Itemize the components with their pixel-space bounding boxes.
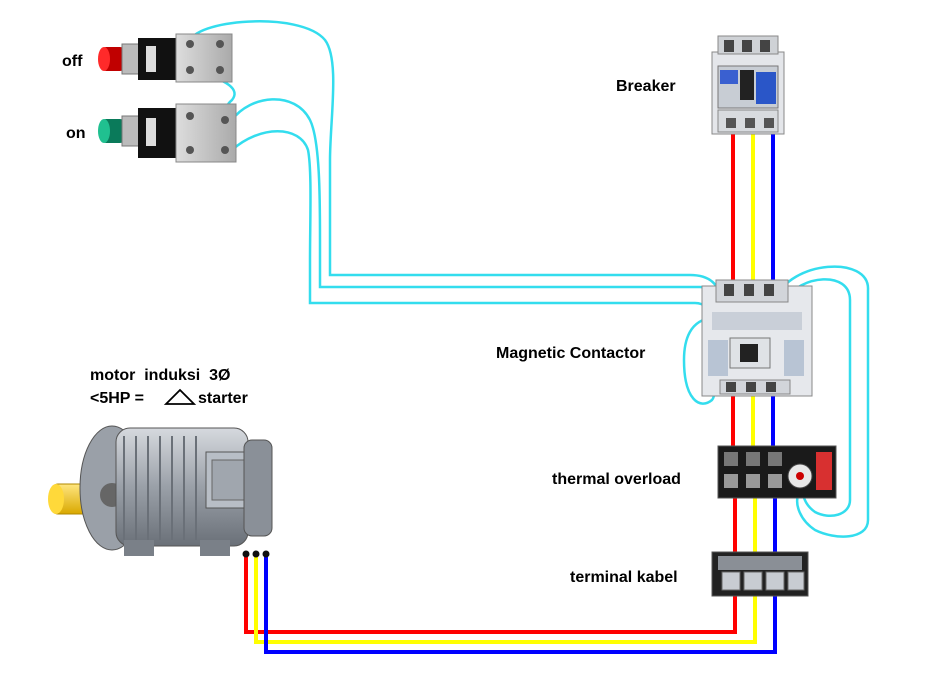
label-terminal-kabel: terminal kabel: [570, 569, 678, 586]
induction-motor: [48, 425, 273, 558]
breaker: [711, 35, 785, 135]
delta-triangle-icon: [163, 388, 197, 405]
label-breaker: Breaker: [616, 78, 676, 95]
control-wire-on-2: [231, 130, 714, 319]
label-off: off: [62, 53, 83, 70]
wire-r-terminal-motor: [244, 556, 737, 634]
label-magnetic-contactor: Magnetic Contactor: [496, 345, 645, 362]
wire-s-terminal-motor: [254, 556, 757, 644]
magnetic-contactor: [701, 279, 813, 397]
label-motor-line2-b: starter: [198, 390, 248, 407]
off-pushbutton: [98, 33, 233, 83]
on-pushbutton: [98, 103, 237, 163]
motor-terminal-u: [242, 550, 250, 558]
label-on: on: [66, 125, 86, 142]
wire-t-terminal-motor: [264, 556, 777, 654]
label-thermal-overload: thermal overload: [552, 471, 681, 488]
motor-terminal-v: [252, 550, 260, 558]
power-wires: [244, 125, 777, 654]
control-wire-contactor-right-inner: [783, 278, 852, 517]
terminal-block: [711, 551, 809, 597]
thermal-overload: [717, 445, 837, 499]
label-motor-line1: motor induksi 3Ø: [90, 367, 230, 384]
control-wire-contactor-right-outer: [773, 265, 870, 538]
label-motor-line2-a: <5HP =: [90, 390, 144, 407]
motor-terminal-w: [262, 550, 270, 558]
control-wire-off-top: [188, 20, 722, 301]
